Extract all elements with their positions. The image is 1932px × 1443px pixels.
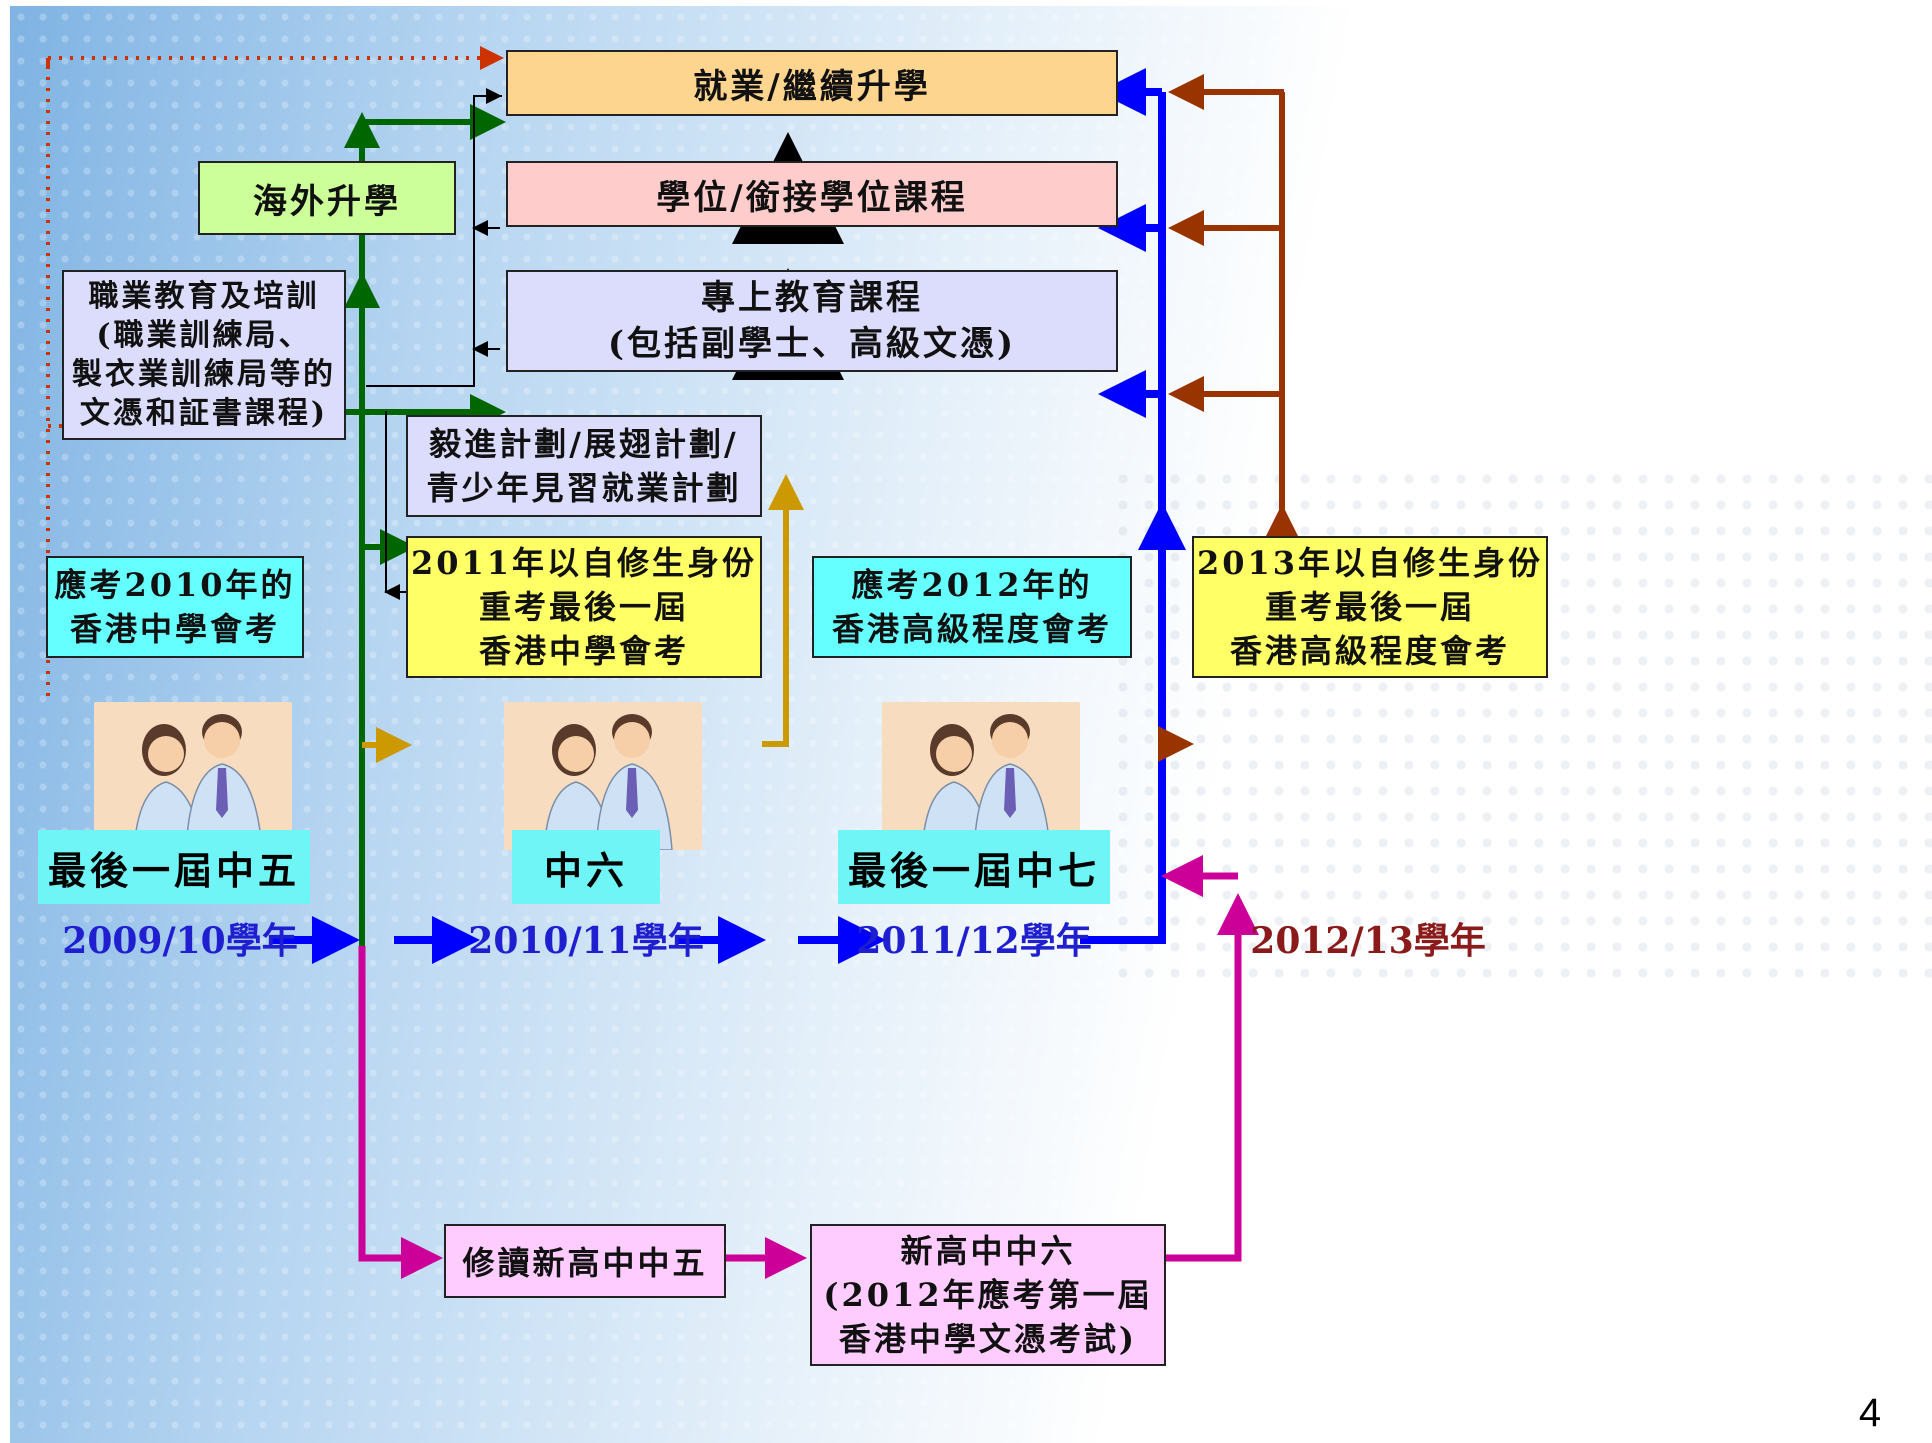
programmes-line-2: 青少年見習就業計劃 bbox=[426, 469, 742, 507]
page-number: 4 bbox=[1858, 1390, 1882, 1435]
employment-label: 就業/繼續升學 bbox=[693, 66, 931, 107]
retake-2013-box: 2013年以自修生身份 重考最後一屆 香港高級程度會考 bbox=[1192, 536, 1548, 678]
hkcee-2010-box: 應考2010年的 香港中學會考 bbox=[46, 556, 304, 658]
yi-jin-programme-box: 毅進計劃/展翅計劃/ 青少年見習就業計劃 bbox=[406, 415, 762, 517]
students-illustration-s7 bbox=[882, 702, 1080, 851]
hkale-2012-box: 應考2012年的 香港高級程度會考 bbox=[812, 556, 1132, 658]
students-illustration-s6 bbox=[504, 702, 702, 851]
students-illustration-s5 bbox=[94, 702, 292, 851]
nss-s5-box: 修讀新高中中五 bbox=[444, 1224, 726, 1298]
degree-programme-box: 學位/銜接學位課程 bbox=[506, 161, 1118, 227]
programmes-line-1: 毅進計劃/展翅計劃/ bbox=[429, 425, 739, 463]
magenta-arrows-nss bbox=[358, 855, 1259, 1279]
year-label-2011-12: 2011/12學年 bbox=[856, 920, 1092, 962]
vocational-line-2: (職業訓練局、 bbox=[96, 318, 312, 353]
dotted-arrow-retake-path bbox=[46, 46, 504, 696]
nss-s6-line-2: (2012年應考第一屆 bbox=[823, 1276, 1153, 1314]
year-label-2009-10: 2009/10學年 bbox=[62, 920, 298, 962]
green-arrows-from-s5 bbox=[344, 104, 506, 946]
nss-s5-label: 修讀新高中中五 bbox=[462, 1244, 708, 1282]
vocational-training-box: 職業教育及培訓 (職業訓練局、 製衣業訓練局等的 文憑和証書課程) bbox=[62, 270, 346, 440]
nss-s6-line-3: 香港中學文憑考試) bbox=[838, 1320, 1138, 1358]
retake-2013-line-3: 香港高級程度會考 bbox=[1229, 632, 1510, 670]
retake-2013-line-1: 2013年以自修生身份 bbox=[1196, 544, 1544, 582]
post-secondary-line-1: 專上教育課程 bbox=[701, 278, 923, 318]
students-icon bbox=[133, 714, 263, 851]
year-label-2012-13: 2012/13學年 bbox=[1250, 920, 1486, 962]
retake-2011-line-3: 香港中學會考 bbox=[478, 632, 689, 670]
hkale-2012-line-1: 應考2012年的 bbox=[851, 566, 1093, 604]
stage-label-s5: 最後一屆中五 bbox=[38, 830, 310, 904]
vocational-line-3: 製衣業訓練局等的 bbox=[72, 357, 336, 392]
retake-2013-line-2: 重考最後一屆 bbox=[1264, 588, 1475, 626]
vocational-line-4: 文憑和証書課程) bbox=[79, 396, 329, 431]
vocational-line-1: 職業教育及培訓 bbox=[88, 279, 320, 314]
post-secondary-box: 專上教育課程 (包括副學士、高級文憑) bbox=[506, 270, 1118, 372]
overseas-study-box: 海外升學 bbox=[198, 161, 456, 235]
hkcee-2010-line-2: 香港中學會考 bbox=[69, 610, 280, 648]
degree-label: 學位/銜接學位課程 bbox=[656, 177, 968, 218]
retake-2011-line-2: 重考最後一屆 bbox=[478, 588, 689, 626]
students-icon bbox=[921, 714, 1051, 851]
hkale-2012-line-2: 香港高級程度會考 bbox=[831, 610, 1112, 648]
employment-further-study-box: 就業/繼續升學 bbox=[506, 50, 1118, 116]
nss-s6-box: 新高中中六 (2012年應考第一屆 香港中學文憑考試) bbox=[810, 1224, 1166, 1366]
overseas-label: 海外升學 bbox=[253, 181, 401, 222]
slide: 就業/繼續升學 學位/銜接學位課程 專上教育課程 (包括副學士、高級文憑) 海外… bbox=[10, 6, 1932, 1443]
stage-label-s6: 中六 bbox=[512, 830, 660, 904]
post-secondary-line-2: (包括副學士、高級文憑) bbox=[607, 324, 1017, 364]
retake-2011-box: 2011年以自修生身份 重考最後一屆 香港中學會考 bbox=[406, 536, 762, 678]
nss-s6-line-1: 新高中中六 bbox=[900, 1232, 1076, 1270]
year-label-2010-11: 2010/11學年 bbox=[468, 920, 704, 962]
retake-2011-line-1: 2011年以自修生身份 bbox=[410, 544, 758, 582]
hkcee-2010-line-1: 應考2010年的 bbox=[54, 566, 296, 604]
students-icon bbox=[543, 714, 673, 851]
stage-label-s7: 最後一屆中七 bbox=[838, 830, 1110, 904]
